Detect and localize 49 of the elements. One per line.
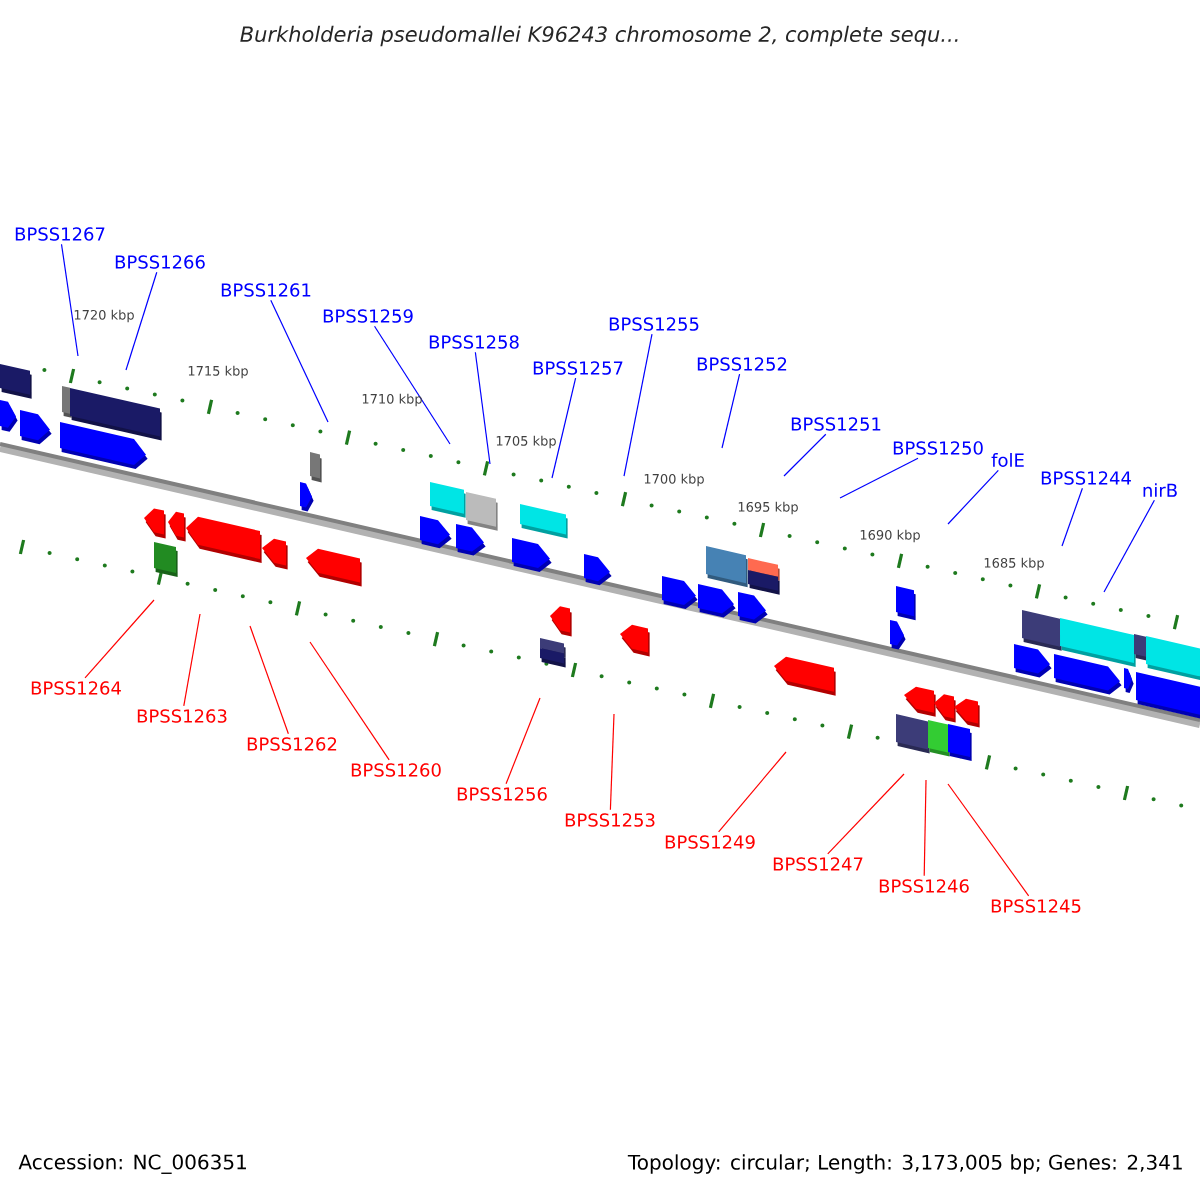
leader-line	[373, 325, 451, 445]
gene-label: BPSS1259	[323, 309, 413, 323]
accession-text: Accession: NC_006351	[18, 1154, 246, 1174]
leader-line	[1103, 499, 1155, 593]
leader-line	[60, 243, 79, 357]
gene-label: BPSS1250	[893, 441, 983, 455]
gene-label: BPSS1261	[221, 283, 311, 297]
leader-line	[947, 469, 999, 525]
leader-line	[623, 333, 653, 477]
gene-label: BPSS1251	[791, 417, 881, 431]
leader-line	[783, 433, 827, 477]
leader-line	[551, 377, 577, 479]
leader-line	[249, 625, 289, 735]
gene-label: nirB	[1143, 483, 1177, 497]
leader-line	[183, 613, 201, 707]
title: Burkholderia pseudomallei K96243 chromosome 2, complete sequ...	[240, 25, 958, 47]
leader-line	[827, 773, 905, 855]
leader-line	[923, 779, 927, 877]
gene-label: BPSS1252	[697, 357, 787, 371]
leader-line	[84, 599, 155, 679]
gene-label: BPSS1264	[31, 681, 121, 695]
leader-line	[125, 271, 158, 371]
leader-line	[309, 641, 390, 761]
gene-label: BPSS1244	[1041, 471, 1131, 485]
leader-line	[947, 783, 1030, 897]
gene-label: BPSS1245	[991, 899, 1081, 913]
gene-label: BPSS1255	[609, 317, 699, 331]
gene-label: BPSS1262	[247, 737, 337, 751]
leader-line	[505, 697, 541, 785]
gene-label: BPSS1249	[665, 835, 755, 849]
gene-label: BPSS1247	[773, 857, 863, 871]
gene-label: BPSS1253	[565, 813, 655, 827]
leader-line	[1061, 487, 1083, 547]
gene-label: BPSS1266	[115, 255, 205, 269]
gene-label: BPSS1260	[351, 763, 441, 777]
leader-line	[839, 457, 919, 499]
gene-label: BPSS1246	[879, 879, 969, 893]
gene-label: BPSS1256	[457, 787, 547, 801]
leader-line	[609, 713, 615, 811]
leader-line	[721, 373, 741, 449]
gene-label: BPSS1267	[15, 227, 105, 241]
leader-line	[718, 751, 787, 833]
leader-line	[270, 299, 329, 423]
leader-line	[474, 351, 491, 465]
gene-label: BPSS1257	[533, 361, 623, 375]
gene-label: BPSS1263	[137, 709, 227, 723]
gene-label: BPSS1258	[429, 335, 519, 349]
gene-label: folE	[991, 453, 1024, 467]
summary-text: Topology: circular; Length: 3,173,005 bp; Genes: 2,341	[627, 1154, 1182, 1174]
